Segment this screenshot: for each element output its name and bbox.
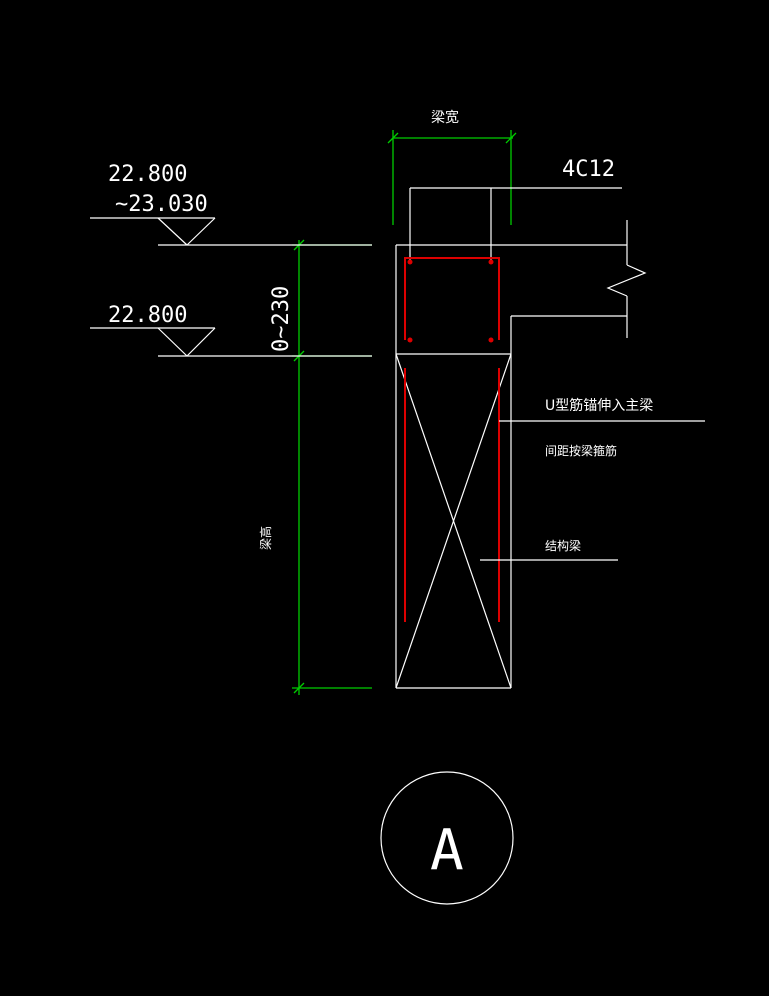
beam-height-label: 梁高: [258, 526, 273, 550]
elevation-lower-value: 22.800: [108, 303, 187, 328]
beam-section-outline: [395, 220, 647, 689]
beam-width-label: 梁宽: [431, 109, 459, 126]
rebar-u-bar: [404, 257, 500, 622]
section-marker-circle: [380, 771, 514, 905]
elevation-mark-upper: [90, 217, 372, 246]
rebar-dots: [407, 259, 494, 343]
u-bar-note: U型筋锚伸入主梁: [545, 397, 653, 414]
height-dimension: [292, 239, 372, 695]
note-leaders: [480, 420, 705, 561]
structural-beam-note: 结构梁: [545, 538, 581, 553]
elevation-mark-lower: [90, 327, 372, 357]
beam-width-dimension: [387, 130, 517, 225]
rebar-callout-label: 4C12: [562, 157, 615, 182]
rebar-callout-leader: [409, 187, 622, 262]
height-range-label: 0~230: [269, 286, 294, 352]
elevation-upper-range: ~23.030: [115, 192, 208, 217]
stirrup-note: 间距按梁箍筋: [545, 443, 617, 458]
section-marker-letter: A: [430, 818, 464, 883]
elevation-upper-value: 22.800: [108, 162, 187, 187]
